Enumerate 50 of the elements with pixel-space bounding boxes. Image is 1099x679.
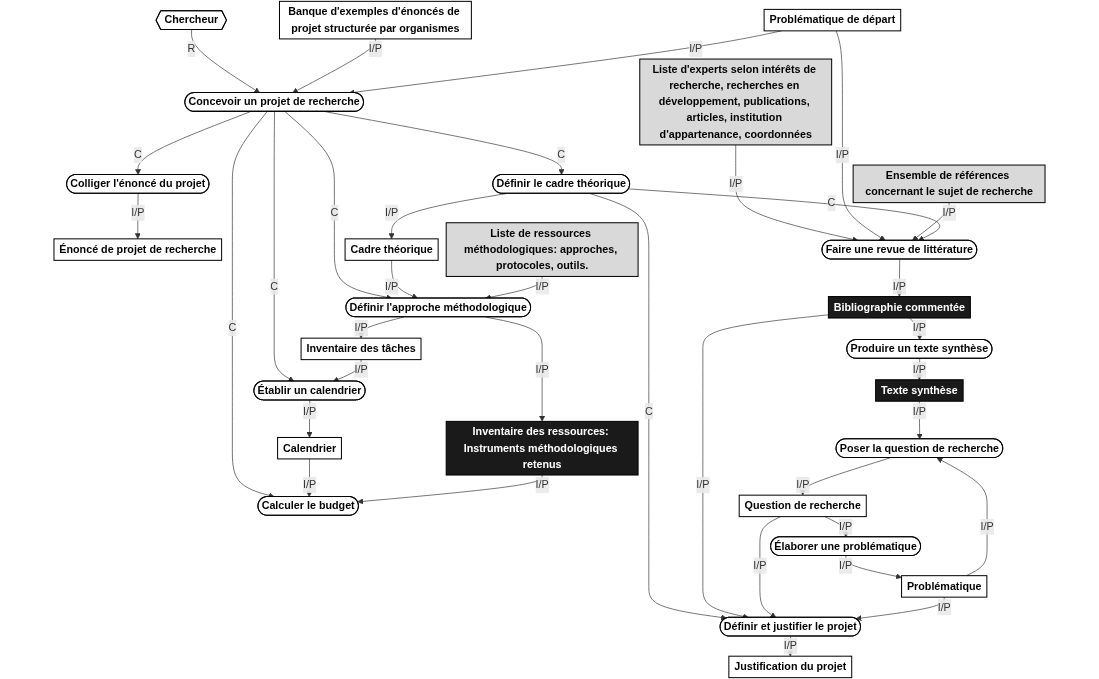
edge-label: I/P	[729, 177, 743, 190]
edge-label: I/P	[696, 479, 710, 491]
edge-label: I/P	[835, 148, 849, 161]
edge-label: I/P	[385, 206, 399, 219]
edge-label: I/P	[385, 280, 399, 292]
edge-label: I/P	[535, 363, 549, 376]
node-box: Cadre théorique	[344, 238, 439, 261]
edge-label: I/P	[912, 322, 926, 334]
edge-label: I/P	[783, 640, 797, 652]
edge-label: I/P	[796, 479, 810, 491]
edge-label: C	[557, 148, 566, 161]
node-box: Inventaire des ressources: Instruments méthodologiques retenus	[445, 420, 639, 476]
edge-label: I/P	[302, 479, 317, 491]
edge-label: I/P	[535, 479, 549, 491]
edge-label: C	[133, 148, 142, 161]
edge-label: I/P	[839, 559, 853, 571]
edge-label: I/P	[892, 280, 906, 292]
edge-label: C	[330, 206, 339, 219]
edge-label: I/P	[689, 42, 703, 55]
edge-label: I/P	[839, 520, 853, 533]
node-box: Texte synthèse	[875, 379, 964, 402]
node-box: Ensemble de références concernant le sujet de recherche	[852, 164, 1046, 204]
edge-label: C	[827, 196, 836, 209]
edge-label: R	[187, 42, 196, 55]
edge-label: I/P	[937, 601, 951, 613]
edge-label: C	[644, 405, 653, 417]
edge-label: I/P	[980, 520, 994, 533]
edge-label: I/P	[354, 363, 368, 376]
edge-label: I/P	[912, 405, 926, 417]
edge-label: I/P	[131, 206, 145, 219]
node-box: Banque d'exemples d'énoncés de projet structurée par organismes	[278, 0, 472, 40]
node-box: Énoncé de projet de recherche	[53, 238, 223, 261]
node-box: Liste d'experts selon intérêts de recherche, recherches en développement, publications, articles, institution d'appartenance, coordonnées	[639, 58, 833, 146]
edge-label: I/P	[354, 322, 368, 334]
edge-label: I/P	[535, 280, 549, 292]
node-box: Liste de ressources méthodologiques: approches, protocoles, outils.	[445, 222, 639, 277]
edge-label: I/P	[753, 559, 767, 571]
edge-label: I/P	[942, 206, 956, 219]
node-box: Bibliographie commentée	[827, 296, 971, 319]
node-box: Calendrier	[277, 436, 342, 460]
node-box: Inventaire des tâches	[300, 337, 422, 361]
node-box: Problématique	[901, 575, 988, 598]
node-box: Problématique de départ	[763, 8, 902, 32]
node-box: Justification du projet	[728, 655, 853, 679]
edge-label: C	[228, 322, 237, 334]
node-box: Question de recherche	[738, 494, 867, 518]
edge-label: I/P	[302, 405, 317, 417]
edge-label: I/P	[912, 363, 926, 376]
edge-label: I/P	[368, 42, 382, 55]
edge-label: C	[270, 280, 279, 292]
